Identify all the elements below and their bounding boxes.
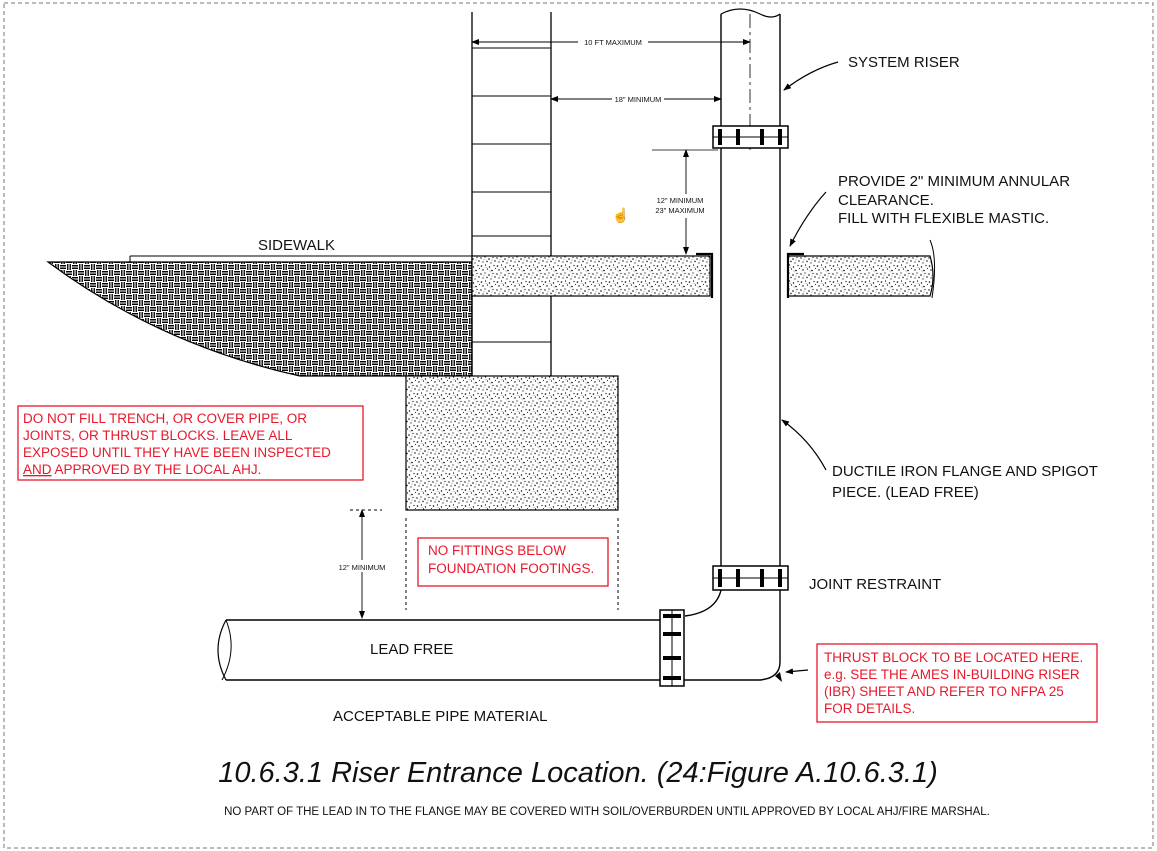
note-trench-and: AND — [23, 462, 52, 477]
note-thrust-line1: THRUST BLOCK TO BE LOCATED HERE. — [824, 650, 1083, 665]
note-do-not-fill-trench: DO NOT FILL TRENCH, OR COVER PIPE, OR JO… — [17, 405, 364, 481]
footer-note: NO PART OF THE LEAD IN TO THE FLANGE MAY… — [224, 806, 990, 818]
system-riser-pipe — [720, 8, 781, 566]
soil-grade — [46, 261, 473, 377]
leader-annular-clearance — [789, 191, 827, 247]
note-no-fittings: NO FITTINGS BELOW FOUNDATION FOOTINGS. — [417, 537, 609, 587]
note-thrust-line4: FOR DETAILS. — [824, 701, 915, 716]
note-fittings-line2: FOUNDATION FOOTINGS. — [428, 561, 594, 576]
label-ductile-1: DUCTILE IRON FLANGE AND SPIGOT — [832, 463, 1098, 480]
label-sidewalk: SIDEWALK — [258, 237, 335, 254]
dimension-18in-minimum: 18" MINIMUM — [550, 93, 722, 105]
dim-12in-min-text: 12" MINIMUM — [657, 196, 704, 205]
dimension-10ft-maximum: 10 FT MAXIMUM — [471, 36, 751, 48]
slab-edge-right — [786, 252, 804, 298]
note-trench-line4: AND APPROVED BY THE LOCAL AHJ. — [23, 462, 261, 477]
label-system-riser: SYSTEM RISER — [848, 54, 960, 71]
riser-flange-upper — [712, 125, 789, 149]
figure-title: 10.6.3.1 Riser Entrance Location. (24:Fi… — [218, 757, 938, 789]
dimension-12-23-in: 12" MINIMUM 23" MAXIMUM — [652, 149, 718, 255]
lead-in-flange — [659, 609, 685, 687]
label-annular-2: CLEARANCE. — [838, 192, 934, 209]
hand-cursor-icon: ☝ — [612, 206, 629, 224]
building-wall — [471, 12, 552, 376]
note-thrust-line3: (IBR) SHEET AND REFER TO NFPA 25 — [824, 684, 1064, 699]
leader-system-riser — [783, 61, 839, 91]
label-acceptable-pipe: ACCEPTABLE PIPE MATERIAL — [333, 708, 548, 725]
note-trench-line1: DO NOT FILL TRENCH, OR COVER PIPE, OR — [23, 411, 307, 426]
label-lead-free: LEAD FREE — [370, 641, 453, 658]
dim-23in-max-text: 23" MAXIMUM — [655, 206, 704, 215]
label-ductile-2: PIECE. (LEAD FREE) — [832, 484, 979, 501]
joint-restraint-flange — [712, 565, 789, 591]
leader-ductile-iron — [781, 419, 827, 471]
dim-10ft-text: 10 FT MAXIMUM — [584, 38, 642, 47]
drawing-frame — [3, 2, 1154, 849]
note-trench-line2: JOINTS, OR THRUST BLOCKS. LEAVE ALL — [23, 428, 293, 443]
note-thrust-block: THRUST BLOCK TO BE LOCATED HERE. e.g. SE… — [816, 643, 1098, 723]
dimension-12in-below-footing: 12" MINIMUM — [334, 509, 390, 619]
slab-edge-left — [696, 252, 714, 298]
dim-12in-footing-text: 12" MINIMUM — [339, 563, 386, 572]
label-annular-3: FILL WITH FLEXIBLE MASTIC. — [838, 210, 1049, 227]
floor-slab-right — [787, 255, 934, 297]
label-joint-restraint: JOINT RESTRAINT — [809, 576, 941, 593]
lead-in-pipe — [217, 589, 782, 682]
floor-slab-left — [471, 255, 711, 297]
note-thrust-line2: e.g. SEE THE AMES IN-BUILDING RISER — [824, 667, 1080, 682]
dim-18in-text: 18" MINIMUM — [615, 95, 662, 104]
note-fittings-line1: NO FITTINGS BELOW — [428, 543, 566, 558]
label-annular-1: PROVIDE 2" MINIMUM ANNULAR — [838, 173, 1070, 190]
foundation-footing — [405, 375, 619, 511]
note-trench-line3: EXPOSED UNTIL THEY HAVE BEEN INSPECTED — [23, 445, 331, 460]
note-trench-approved: APPROVED BY THE LOCAL AHJ. — [52, 462, 262, 477]
leader-thrust-block — [785, 668, 809, 675]
